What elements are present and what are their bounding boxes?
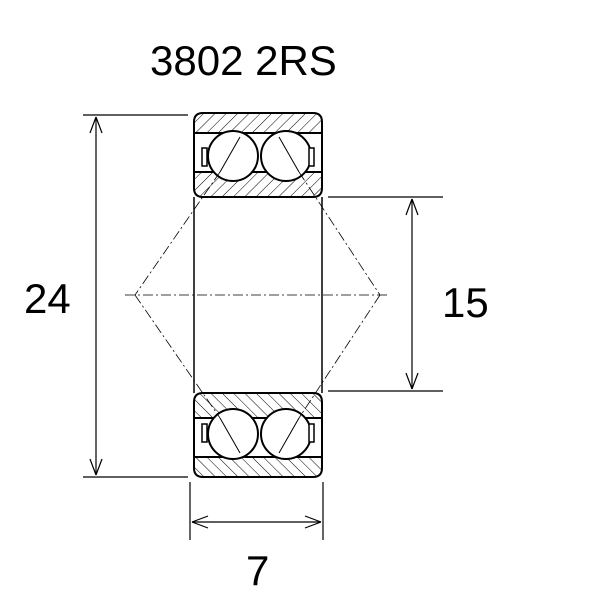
part-title: 3802 2RS [150,37,337,84]
outer-diameter-dimension [83,114,188,478]
contact-angle-lines [125,171,390,419]
width-label: 7 [246,547,270,594]
inner-diameter-dimension [328,196,443,392]
bearing-top-section [193,112,323,198]
outer-diameter-label: 24 [24,275,71,322]
bearing-bottom-section [193,392,323,478]
width-dimension [189,482,324,540]
inner-diameter-label: 15 [442,279,489,326]
